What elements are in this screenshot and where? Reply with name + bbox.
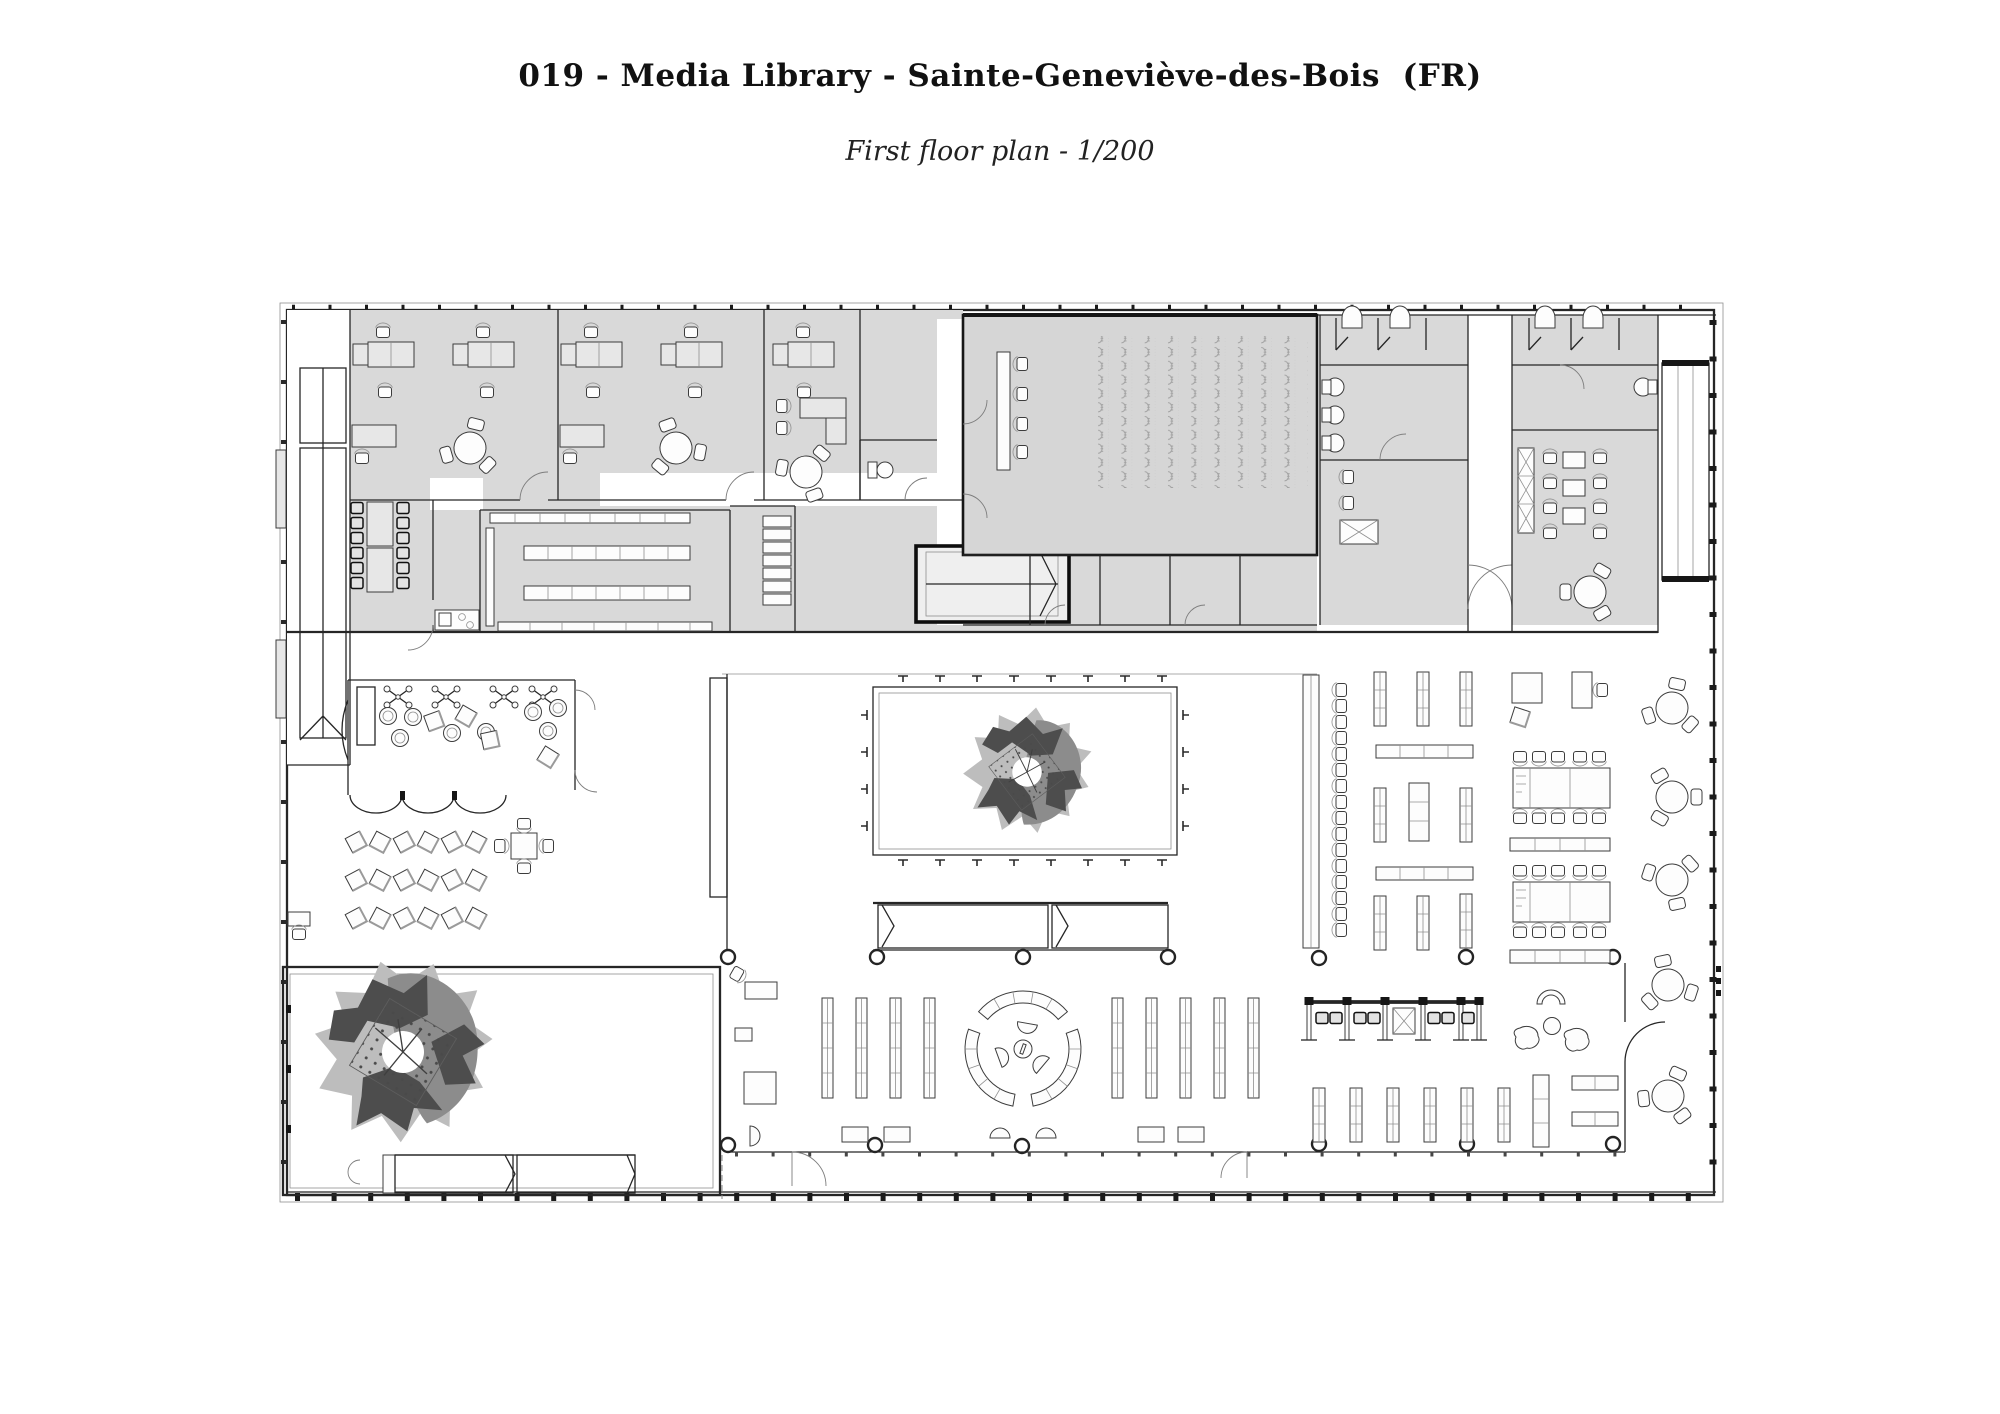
listening-carrels bbox=[1300, 996, 1488, 1041]
courtyard-patio bbox=[709, 673, 1317, 952]
bookstacks-south-east bbox=[1312, 1074, 1619, 1148]
display-zigzag-shelves bbox=[287, 818, 554, 940]
terrace-stairs bbox=[347, 1154, 636, 1194]
sheet-subtitle: First floor plan - 1/200 bbox=[845, 136, 1155, 167]
ne-reading-room bbox=[1517, 447, 1632, 627]
trefoil-tables bbox=[1630, 671, 1721, 1129]
lounge-poufs-cluster bbox=[1513, 989, 1590, 1052]
east-corridor bbox=[1467, 564, 1513, 610]
auditorium bbox=[961, 313, 1319, 626]
central-stair bbox=[914, 544, 1071, 624]
display-boards bbox=[841, 1126, 1205, 1143]
bookstacks-east bbox=[1373, 671, 1474, 951]
tree-icon bbox=[292, 939, 513, 1159]
auditorium-seating bbox=[1098, 336, 1308, 488]
reading-tables-east bbox=[1508, 671, 1611, 964]
toilet-block-east bbox=[1511, 305, 1659, 633]
south-walls bbox=[727, 963, 1666, 1187]
ne-stair bbox=[1661, 360, 1710, 582]
terrace-room bbox=[281, 939, 723, 1199]
tree-icon bbox=[955, 698, 1099, 842]
offices-north bbox=[350, 310, 963, 509]
study-counter bbox=[1302, 674, 1347, 949]
periodicals-lounge bbox=[341, 679, 598, 814]
workshop-room bbox=[434, 509, 731, 632]
toilet-block-west bbox=[1319, 305, 1469, 633]
bookstacks-center-east bbox=[1111, 997, 1260, 1099]
storage-room bbox=[730, 505, 796, 632]
meeting-room bbox=[350, 500, 434, 651]
south-stairs bbox=[873, 901, 1169, 951]
circular-browsing-unit bbox=[950, 990, 1096, 1117]
west-stairwell bbox=[287, 310, 351, 766]
sheet-title: 019 - Media Library - Sainte-Geneviève-d… bbox=[518, 58, 1482, 94]
bookstacks-center-west bbox=[727, 964, 936, 1147]
